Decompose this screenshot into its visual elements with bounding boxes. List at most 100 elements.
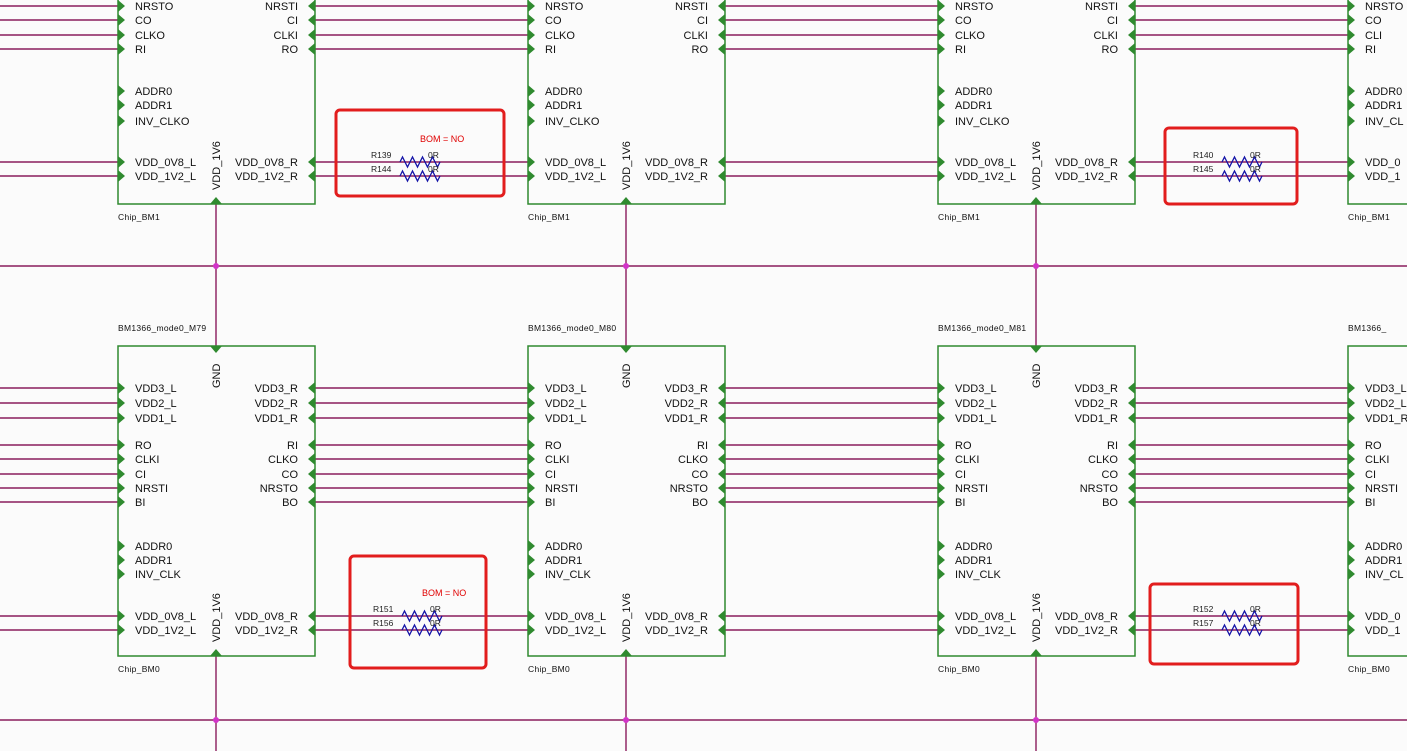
pin-label-left: RO (1365, 440, 1382, 452)
pin-label-right: VDD_0V8_R (1055, 611, 1118, 623)
pin-marker-out (718, 397, 725, 409)
pin-marker-in (528, 453, 535, 465)
pin-label-left: CLI (1365, 30, 1382, 42)
pin-marker-in (938, 99, 945, 111)
pin-label-left: BI (135, 497, 145, 509)
pin-label-right: NRSTI (1085, 1, 1118, 13)
pin-marker-in (1348, 382, 1355, 394)
power-pin-marker (620, 649, 632, 656)
pin-marker-in (528, 468, 535, 480)
power-pin-marker (210, 197, 222, 204)
pin-marker-out (308, 43, 315, 55)
pin-label-left: ADDR1 (135, 555, 172, 567)
power-pin-marker (1030, 197, 1042, 204)
chip-footer-label: Chip_BM0 (938, 664, 980, 674)
pin-marker-in (938, 482, 945, 494)
pin-marker-out (1128, 624, 1135, 636)
pin-marker-out (718, 412, 725, 424)
pin-marker-in (938, 382, 945, 394)
pin-marker-out (718, 14, 725, 26)
pin-label-left: RO (955, 440, 972, 452)
pin-marker-in (528, 610, 535, 622)
pin-label-left: VDD3_L (135, 383, 177, 395)
pin-marker-in (528, 482, 535, 494)
chip-footer-label: Chip_BM1 (118, 212, 160, 222)
pin-label-left: VDD_0 (1365, 611, 1400, 623)
pin-label-right: VDD_1V2_R (235, 625, 298, 637)
pin-label-left: CI (1365, 469, 1376, 481)
pin-label-left: CLKI (135, 454, 159, 466)
chip-title-label: BM1366_mode0_M81 (938, 323, 1026, 333)
wires-layer (0, 5, 1407, 751)
pin-label-right: RO (282, 44, 299, 56)
pin-marker-out (718, 482, 725, 494)
resistor-symbol (1221, 155, 1263, 169)
pin-marker-in (1348, 29, 1355, 41)
pin-label-right: CI (697, 15, 708, 27)
pin-marker-in (118, 170, 125, 182)
pin-label-right: VDD_1V2_R (1055, 171, 1118, 183)
pin-label-right: CLKO (678, 454, 708, 466)
pin-label-left: VDD_1V2_L (135, 171, 196, 183)
pin-label-left: VDD_1V2_L (955, 171, 1016, 183)
pin-marker-out (718, 156, 725, 168)
pin-marker-in (1348, 14, 1355, 26)
pin-label-right: VDD_0V8_R (235, 611, 298, 623)
pin-marker-out (1128, 397, 1135, 409)
resistor-ref-label: R151 (373, 604, 394, 614)
pin-marker-out (1128, 468, 1135, 480)
pin-label-right: RI (697, 440, 708, 452)
pin-marker-out (718, 43, 725, 55)
pin-marker-out (308, 439, 315, 451)
pin-marker-in (938, 554, 945, 566)
bottom_row-chip-2: VDD3_LVDD2_LVDD1_LROCLKICINRSTIBIADDR0AD… (937, 323, 1136, 674)
net-junction (213, 717, 219, 723)
resistor-symbol (401, 623, 443, 637)
pin-marker-in (118, 496, 125, 508)
power-pin-marker (620, 197, 632, 204)
pin-marker-out (718, 610, 725, 622)
pin-label-right: CLKO (1088, 454, 1118, 466)
pin-marker-out (1128, 610, 1135, 622)
pin-marker-out (308, 468, 315, 480)
pin-marker-out (308, 156, 315, 168)
pin-marker-in (1348, 170, 1355, 182)
pin-marker-in (118, 540, 125, 552)
pin-marker-out (308, 624, 315, 636)
pin-marker-in (118, 568, 125, 580)
pin-label-left: NRSTI (135, 483, 168, 495)
pin-label-left: RI (135, 44, 146, 56)
pin-label-right: CI (287, 15, 298, 27)
bottom_row-chip-0: VDD3_LVDD2_LVDD1_LROCLKICINRSTIBIADDR0AD… (117, 323, 316, 674)
pin-marker-in (118, 439, 125, 451)
net-junction (1033, 717, 1039, 723)
pin-label-left: INV_CLK (135, 569, 182, 581)
pin-label-right: BO (282, 497, 298, 509)
pin-label-left: NRSTI (545, 483, 578, 495)
pin-label-right: BO (692, 497, 708, 509)
pin-label-left: CLKI (955, 454, 979, 466)
gnd-pin-label: GND (1031, 364, 1043, 389)
pin-marker-in (938, 43, 945, 55)
net-junction (1033, 263, 1039, 269)
highlight-box (334, 108, 506, 198)
pin-marker-in (528, 115, 535, 127)
power-pin-label: VDD_1V6 (211, 593, 223, 642)
pin-label-left: INV_CL (1365, 569, 1404, 581)
top_row-chip-2: NRSTOCOCLKORIADDR0ADDR1INV_CLKOVDD_0V8_L… (937, 0, 1136, 222)
pin-label-right: VDD2_R (1075, 398, 1118, 410)
pin-marker-in (1348, 156, 1355, 168)
pin-marker-out (718, 496, 725, 508)
pin-label-left: VDD3_L (955, 383, 997, 395)
pin-marker-out (308, 14, 315, 26)
pin-label-left: CI (135, 469, 146, 481)
power-pin-marker (210, 649, 222, 656)
highlight-box (348, 554, 488, 670)
pin-marker-out (1128, 156, 1135, 168)
top_row-chip-1: NRSTOCOCLKORIADDR0ADDR1INV_CLKOVDD_0V8_L… (527, 0, 726, 222)
chip-footer-label: Chip_BM1 (1348, 212, 1390, 222)
chip-title-label: BM1366_mode0_M79 (118, 323, 206, 333)
